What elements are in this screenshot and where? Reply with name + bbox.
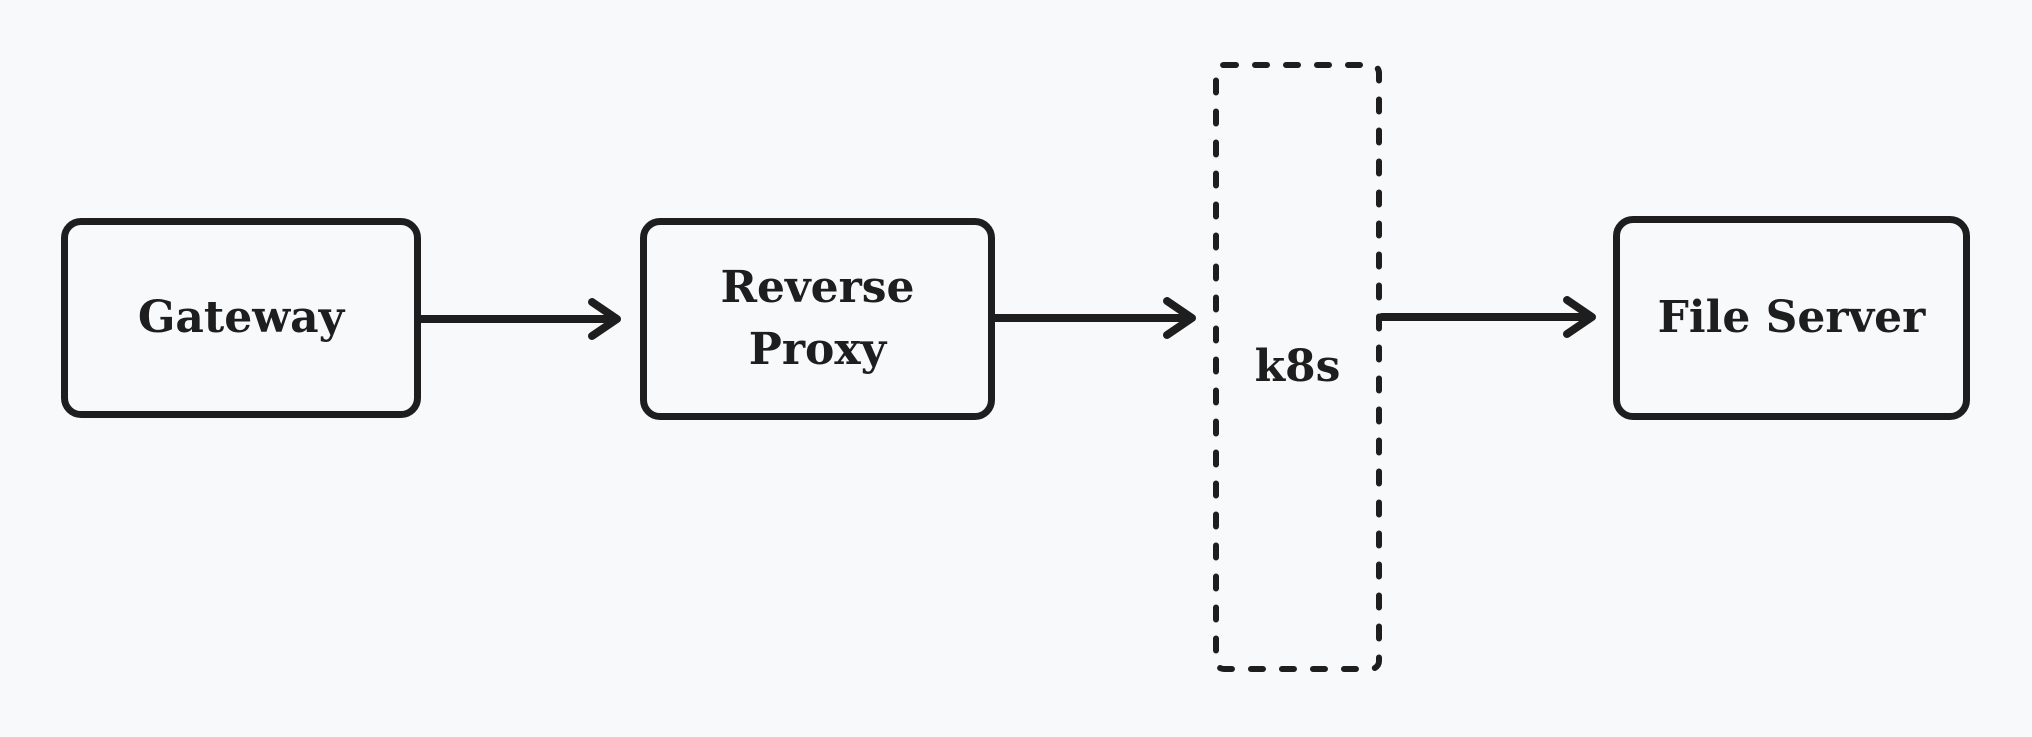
- arrow-k8s-to-file-server: [1378, 296, 1596, 338]
- arrowhead-icon: [588, 298, 621, 340]
- k8s-label: k8s: [1254, 341, 1341, 393]
- node-reverse-proxy: Reverse Proxy: [640, 218, 995, 420]
- arrowhead-icon: [1563, 296, 1596, 338]
- node-gateway: Gateway: [61, 218, 421, 418]
- reverse-proxy-label: Reverse Proxy: [720, 262, 915, 375]
- file-server-label: File Server: [1657, 292, 1926, 344]
- arrowhead-icon: [1163, 297, 1196, 339]
- arrow-gateway-to-reverse-proxy: [417, 298, 621, 340]
- arrow-reverse-proxy-to-k8s: [991, 297, 1196, 339]
- gateway-label: Gateway: [137, 292, 345, 344]
- node-k8s-boundary: k8s: [1213, 62, 1382, 672]
- node-file-server: File Server: [1613, 216, 1970, 420]
- k8s-boundary-outline: [1213, 62, 1382, 672]
- dashed-rect: [1213, 62, 1382, 672]
